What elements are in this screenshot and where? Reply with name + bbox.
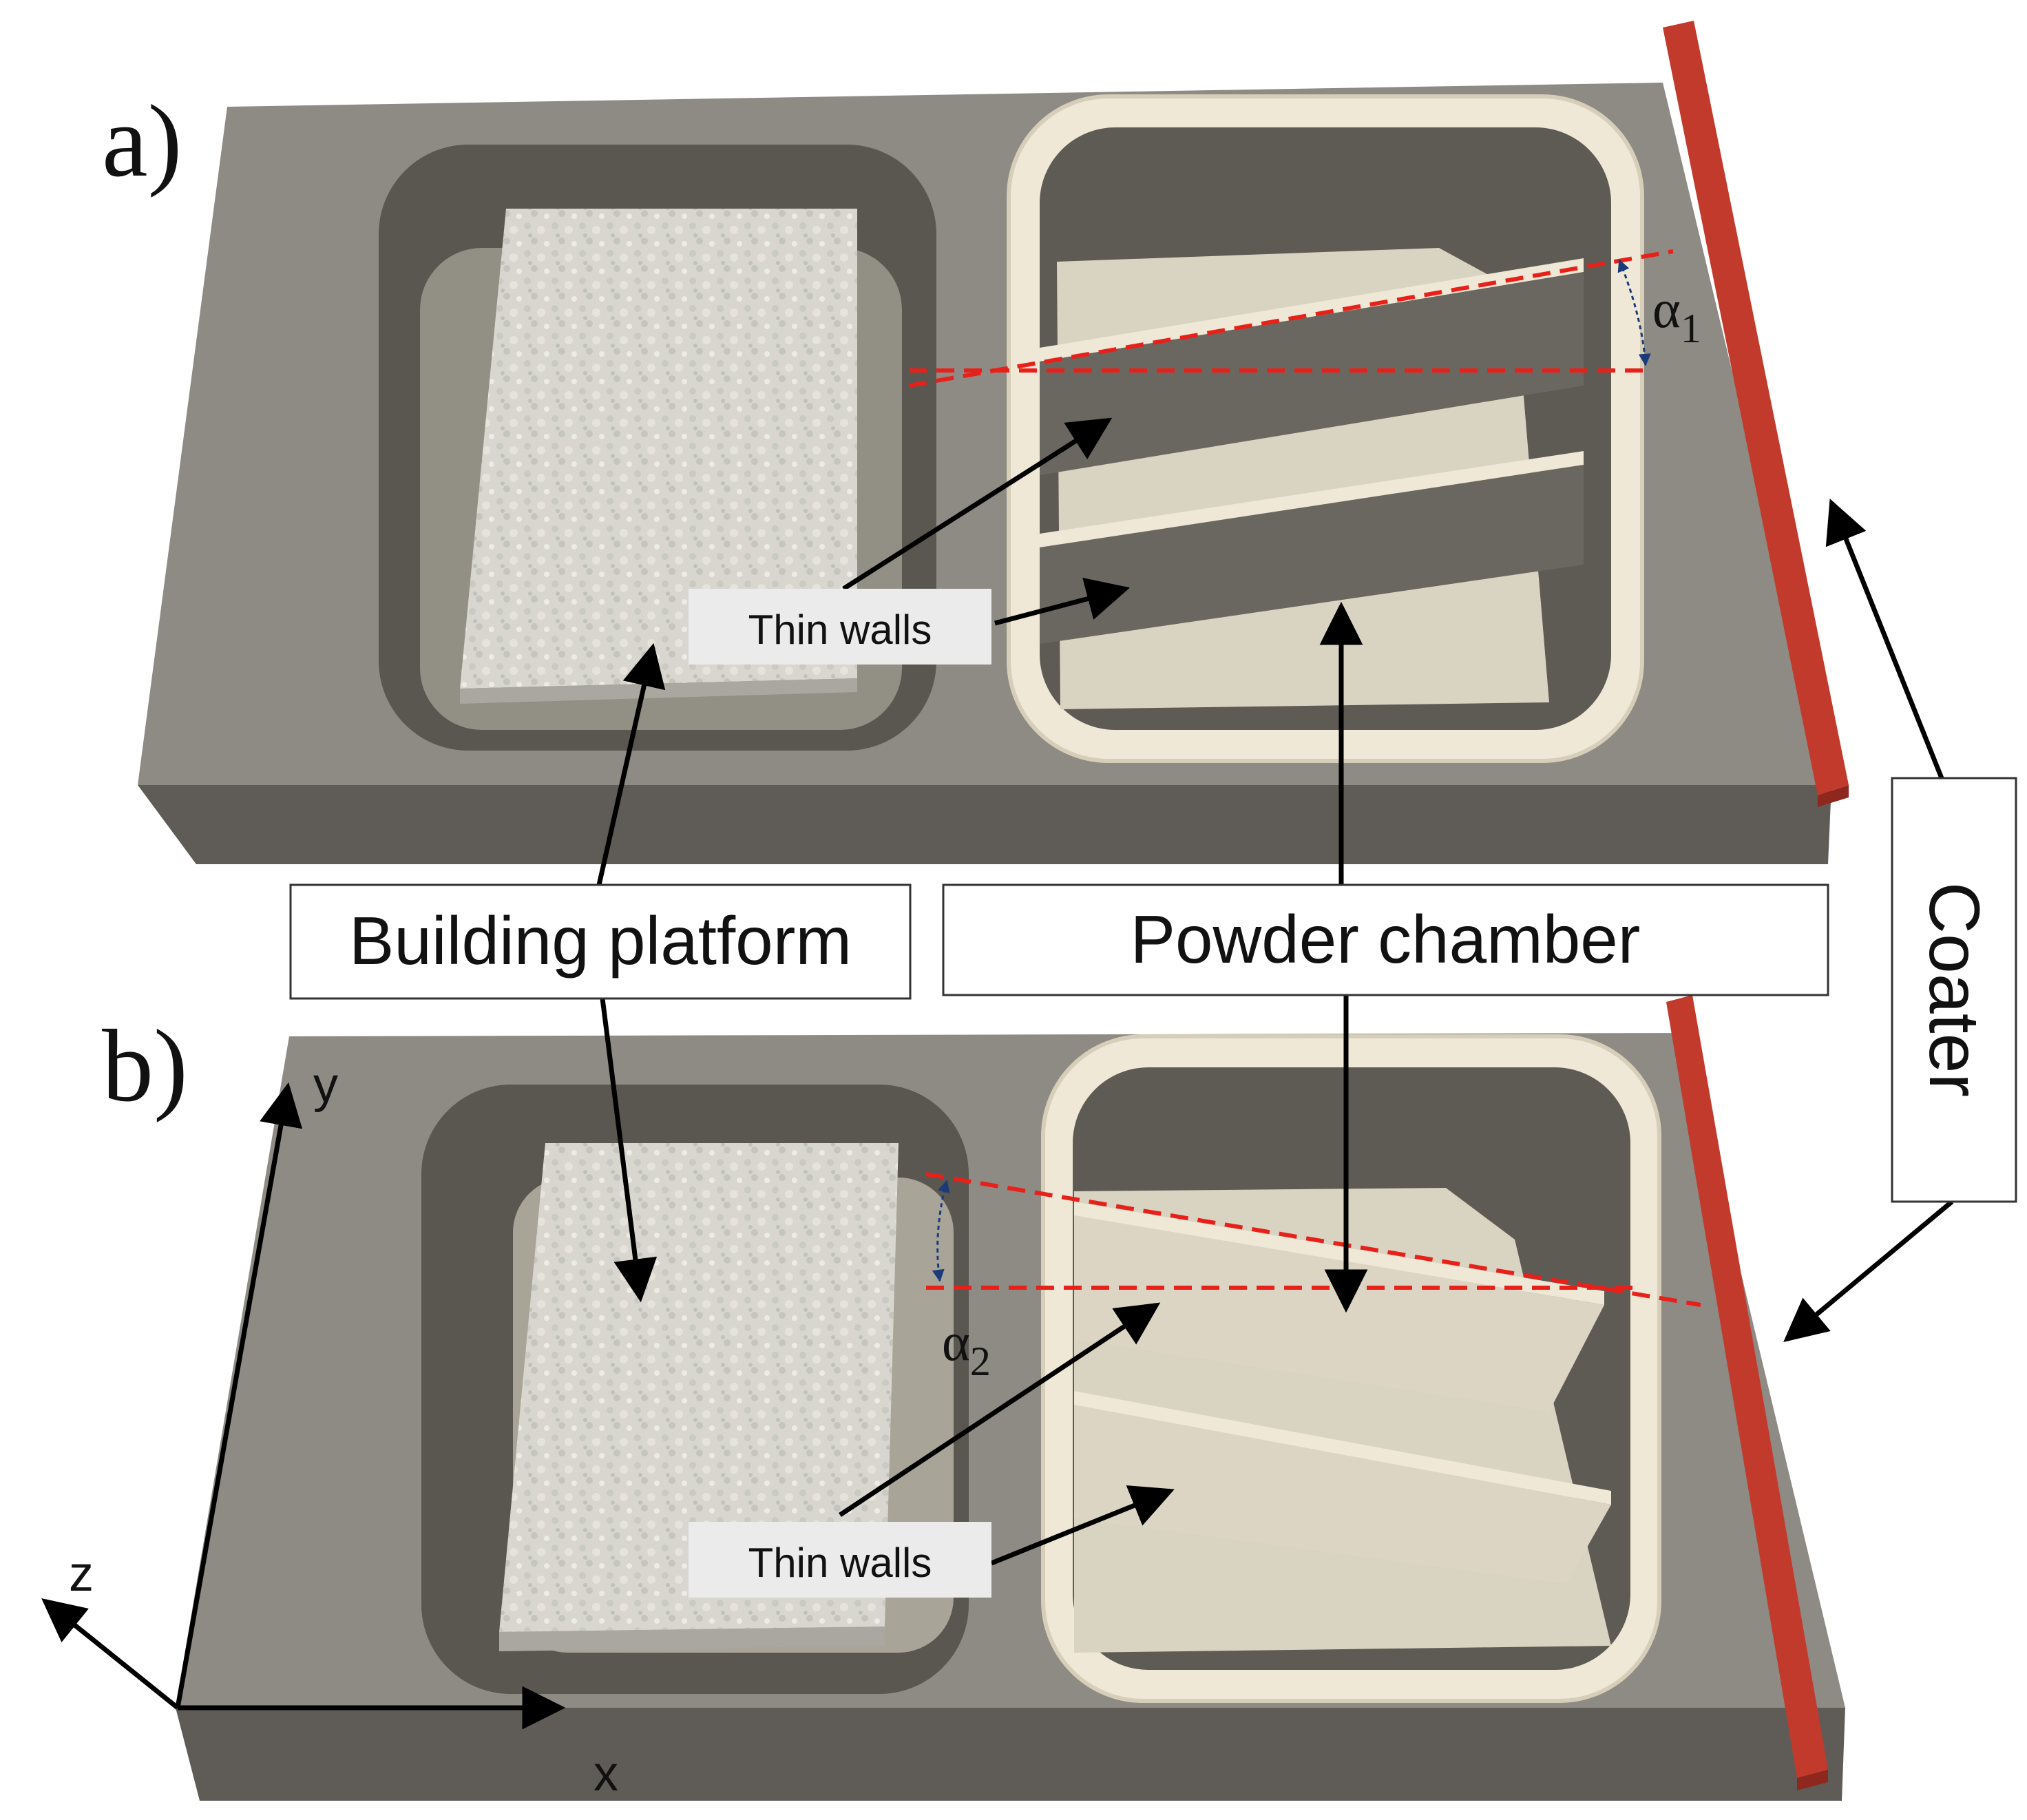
callout-thin-walls-b: Thin walls xyxy=(689,1522,991,1598)
axis-x-label: x xyxy=(594,1746,618,1801)
panel-label-b: b) xyxy=(102,1009,188,1123)
callout-arrows xyxy=(596,417,1954,1566)
arrow-coater-down xyxy=(1783,1200,1954,1343)
callout-thin-walls-a-text: Thin walls xyxy=(748,607,932,653)
building-platform-block-a xyxy=(460,209,857,689)
panel-label-a: a) xyxy=(102,84,182,198)
thin-wall-mid-face-a xyxy=(1040,465,1584,644)
callout-coater-text: Coater xyxy=(1914,882,1994,1097)
arrow-thin-walls-a-1 xyxy=(842,417,1113,591)
coater-b-shade xyxy=(1797,1770,1828,1790)
axis-y-label: y xyxy=(313,1058,338,1113)
arrow-thin-walls-b-2 xyxy=(990,1485,1175,1566)
angle-label-a: α1 xyxy=(1652,279,1701,351)
arrow-thin-walls-a-2 xyxy=(994,577,1131,626)
angle-line-wall-a xyxy=(908,249,1674,388)
thin-wall-mid-face-b xyxy=(1074,1405,1611,1584)
angle-line-wall-b xyxy=(925,1172,1701,1307)
arrow-coater-up xyxy=(1825,499,1944,780)
axis-triad: y x z xyxy=(41,1058,618,1801)
angle-label-b: α2 xyxy=(942,1312,991,1384)
panel-a: α1 a) xyxy=(102,21,1849,864)
building-platform-edge-a xyxy=(460,678,857,704)
building-platform-edge-b xyxy=(499,1627,885,1651)
coater-a-shade xyxy=(1818,785,1849,807)
thin-wall-mid-b xyxy=(1074,1391,1611,1505)
callout-powder-chamber-text: Powder chamber xyxy=(1131,901,1641,977)
thin-wall-top-face-b xyxy=(1074,1215,1604,1412)
thin-wall-mid-a xyxy=(1040,451,1584,547)
arrow-thin-walls-b-1 xyxy=(839,1302,1161,1517)
panel-b: α2 b) y x z xyxy=(41,995,1845,1801)
callout-thin-walls-a: Thin walls xyxy=(689,589,991,665)
axis-z-arrow xyxy=(41,1598,180,1710)
callout-coater: Coater xyxy=(1891,777,2017,1203)
axis-y-arrow xyxy=(175,1082,303,1708)
callout-thin-walls-b-text: Thin walls xyxy=(748,1540,932,1586)
coater-b xyxy=(1666,995,1828,1778)
arrow-platform-down xyxy=(600,998,658,1303)
axis-z-label: z xyxy=(69,1547,94,1602)
thin-wall-top-a xyxy=(1040,258,1584,362)
callout-building-platform-text: Building platform xyxy=(349,903,852,979)
arrow-platform-up xyxy=(596,642,666,886)
thin-wall-top-b xyxy=(1074,1202,1604,1305)
callout-building-platform: Building platform xyxy=(289,883,912,1000)
base-plate-side-a xyxy=(138,785,1831,864)
thin-wall-top-face-a xyxy=(1040,272,1584,475)
coater-a xyxy=(1663,21,1849,795)
base-plate-side-b xyxy=(176,1708,1845,1801)
callout-powder-chamber: Powder chamber xyxy=(942,883,1829,996)
building-platform-block-b xyxy=(499,1143,899,1632)
